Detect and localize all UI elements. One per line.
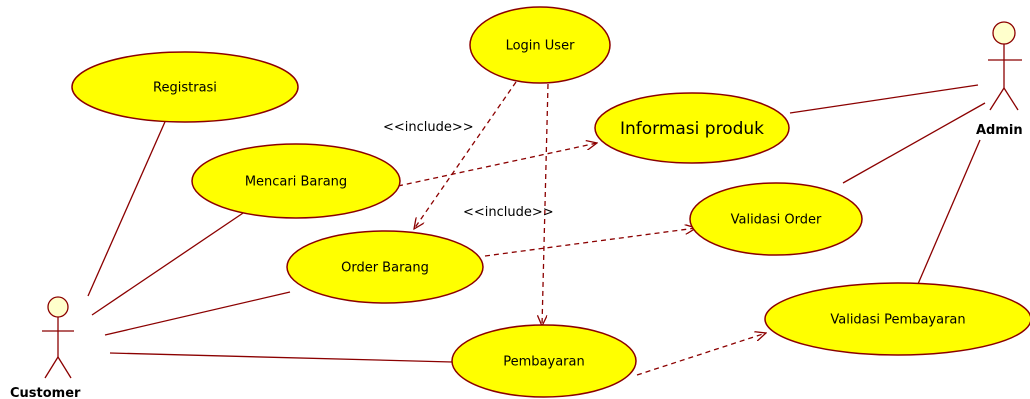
- use-case-registrasi: Registrasi: [71, 51, 299, 123]
- assoc-admin-validasi-pembayaran: [917, 139, 981, 285]
- assoc-admin-informasi-produk: [789, 84, 979, 114]
- actor-label: Admin: [976, 123, 1023, 138]
- dep-order-validasi-order: [484, 228, 696, 257]
- use-case-label: Validasi Pembayaran: [830, 313, 965, 328]
- use-case-label: Pembayaran: [503, 355, 584, 370]
- use-case-order-barang: Order Barang: [286, 230, 484, 304]
- actor-customer: Customer: [10, 296, 81, 399]
- assoc-admin-validasi-order: [842, 102, 986, 184]
- include-stereotype-label: <<include>>: [463, 205, 554, 220]
- actor-head-icon: [992, 21, 1016, 45]
- use-case-label: Registrasi: [153, 81, 217, 96]
- use-case-label: Login User: [506, 39, 575, 54]
- assoc-customer-order-barang: [104, 291, 291, 336]
- actor-admin: Admin: [976, 21, 1023, 138]
- actor-label: Customer: [10, 386, 81, 399]
- use-case-mencari-barang: Mencari Barang: [191, 143, 401, 219]
- use-case-label: Mencari Barang: [245, 175, 347, 190]
- use-case-login-user: Login User: [469, 6, 611, 84]
- dep-pembayaran-validasi: [636, 333, 766, 376]
- include-login-order-barang: [414, 81, 517, 229]
- include-login-pembayaran: [542, 83, 549, 326]
- include-stereotype-label: <<include>>: [383, 120, 474, 135]
- use-case-pembayaran: Pembayaran: [451, 324, 637, 398]
- use-case-label: Order Barang: [341, 261, 429, 276]
- use-case-validasi-pembayaran: Validasi Pembayaran: [764, 282, 1030, 356]
- use-case-label: Validasi Order: [731, 213, 822, 228]
- assoc-customer-mencari-barang: [91, 206, 253, 316]
- assoc-customer-registrasi: [87, 114, 169, 297]
- dep-mencari-informasi: [397, 143, 597, 187]
- assoc-customer-pembayaran: [109, 352, 453, 363]
- use-case-label: Informasi produk: [620, 119, 764, 139]
- actor-head-icon: [47, 296, 69, 318]
- use-case-validasi-order: Validasi Order: [689, 182, 863, 256]
- use-case-informasi-produk: Informasi produk: [594, 92, 790, 164]
